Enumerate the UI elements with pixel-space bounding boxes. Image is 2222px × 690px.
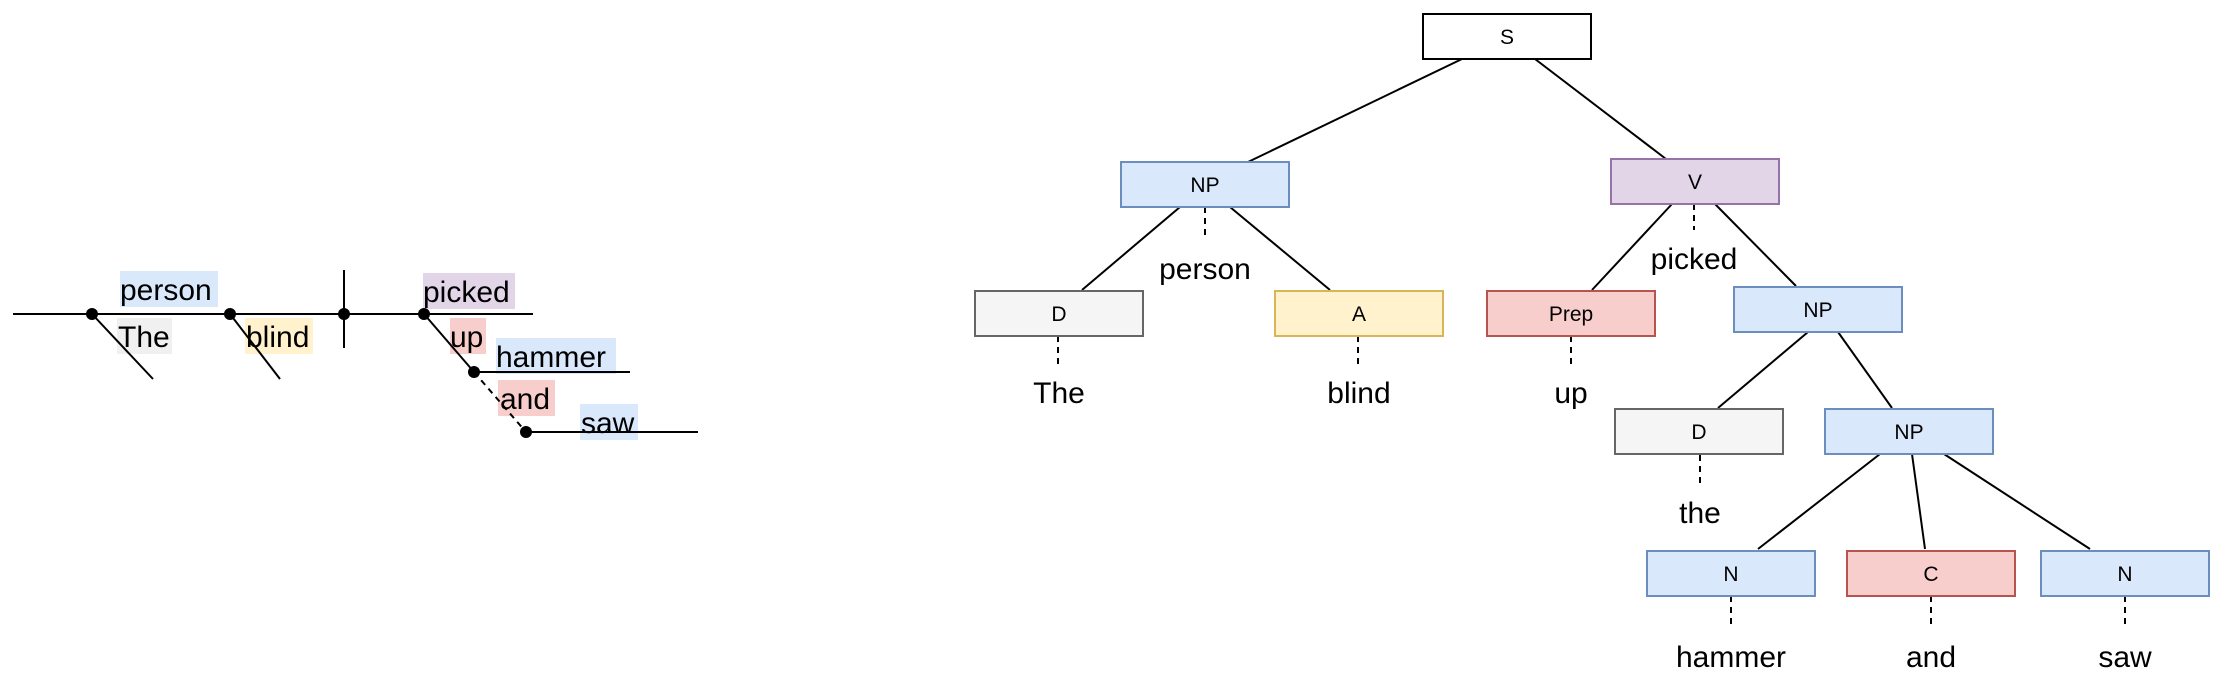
node-a: A xyxy=(1274,290,1444,337)
tree-word-hammer: hammer xyxy=(1676,641,1786,674)
edge-np-c xyxy=(1911,453,1926,550)
highlight-up xyxy=(450,318,486,354)
junction-dot xyxy=(520,426,532,438)
tree-word-saw: saw xyxy=(2098,641,2152,674)
modifier-line-blind xyxy=(229,313,281,380)
highlight-saw xyxy=(580,404,638,440)
node-box xyxy=(1646,550,1816,597)
highlight-hammer xyxy=(496,338,616,374)
tree-dashed-links xyxy=(1057,204,2126,626)
junction-dot xyxy=(224,308,236,320)
rk-word-up: up xyxy=(450,321,483,354)
rk-word-saw: saw xyxy=(581,407,635,440)
node-box xyxy=(1486,290,1656,337)
edge-s-np xyxy=(1247,58,1463,163)
rk-word-picked: picked xyxy=(423,276,510,309)
node-s: S xyxy=(1422,13,1592,60)
node-n1: N xyxy=(1646,550,1816,597)
node-box xyxy=(1824,408,1994,455)
particle-line-up xyxy=(423,313,475,373)
node-label: C xyxy=(1923,563,1938,586)
junction-dot xyxy=(86,308,98,320)
node-np-object: NP xyxy=(1733,286,1903,333)
node-label: NP xyxy=(1803,299,1832,322)
node-box xyxy=(1733,286,1903,333)
node-label: NP xyxy=(1894,421,1923,444)
edge-np-d xyxy=(1081,206,1181,291)
node-d: D xyxy=(974,290,1144,337)
edge-np-n1 xyxy=(1757,453,1881,550)
node-label: Prep xyxy=(1549,303,1593,326)
junction-dot xyxy=(338,308,350,320)
edge-np-np xyxy=(1837,331,1893,409)
edge-np-a xyxy=(1229,206,1331,291)
node-label: N xyxy=(2117,563,2132,586)
rk-word-and: and xyxy=(500,383,550,416)
edge-np-n2 xyxy=(1943,453,2091,550)
parse-tree: S NP V D A Prep NP D xyxy=(974,13,2210,674)
rk-word-blind: blind xyxy=(246,321,309,354)
node-n2: N xyxy=(2040,550,2210,597)
conjunction-dashed-line xyxy=(473,371,527,433)
tree-word-blind: blind xyxy=(1327,377,1390,410)
node-box xyxy=(1846,550,2016,597)
tree-word-up: up xyxy=(1554,377,1587,410)
node-v: V xyxy=(1610,158,1780,205)
node-box xyxy=(1274,290,1444,337)
junction-dot xyxy=(468,366,480,378)
highlight-the xyxy=(117,318,172,354)
rk-word-person: person xyxy=(120,274,212,307)
modifier-line-the xyxy=(91,313,154,380)
rk-word-hammer: hammer xyxy=(496,341,606,374)
edge-np-d2 xyxy=(1717,331,1809,409)
node-box xyxy=(1422,13,1592,60)
tree-edges xyxy=(1081,58,2091,550)
node-label: V xyxy=(1688,171,1702,194)
highlight-and xyxy=(498,380,555,416)
node-box xyxy=(1120,161,1290,208)
node-label: S xyxy=(1500,26,1514,49)
node-label: D xyxy=(1691,421,1706,444)
node-label: D xyxy=(1051,303,1066,326)
node-box xyxy=(2040,550,2210,597)
node-prep: Prep xyxy=(1486,290,1656,337)
edge-s-v xyxy=(1534,58,1667,160)
node-d2: D xyxy=(1614,408,1784,455)
highlight-picked xyxy=(423,273,515,309)
tree-word-and: and xyxy=(1906,641,1956,674)
edge-v-np xyxy=(1714,203,1797,287)
node-label: A xyxy=(1352,303,1366,326)
node-np-subject: NP xyxy=(1120,161,1290,208)
node-c: C xyxy=(1846,550,2016,597)
node-np-coord: NP xyxy=(1824,408,1994,455)
tree-word-person: person xyxy=(1159,253,1251,286)
node-box xyxy=(1610,158,1780,205)
edge-v-prep xyxy=(1591,203,1673,291)
node-label: NP xyxy=(1190,174,1219,197)
node-label: N xyxy=(1723,563,1738,586)
tree-word-the-2: the xyxy=(1679,497,1721,530)
tree-word-picked: picked xyxy=(1651,243,1738,276)
node-box xyxy=(1614,408,1784,455)
node-box xyxy=(974,290,1144,337)
reed-kellogg-diagram: person The blind picked up hammer and sa… xyxy=(13,270,698,440)
highlight-person xyxy=(120,271,218,307)
rk-word-the: The xyxy=(118,321,170,354)
junction-dot xyxy=(418,308,430,320)
tree-word-the: The xyxy=(1033,377,1085,410)
